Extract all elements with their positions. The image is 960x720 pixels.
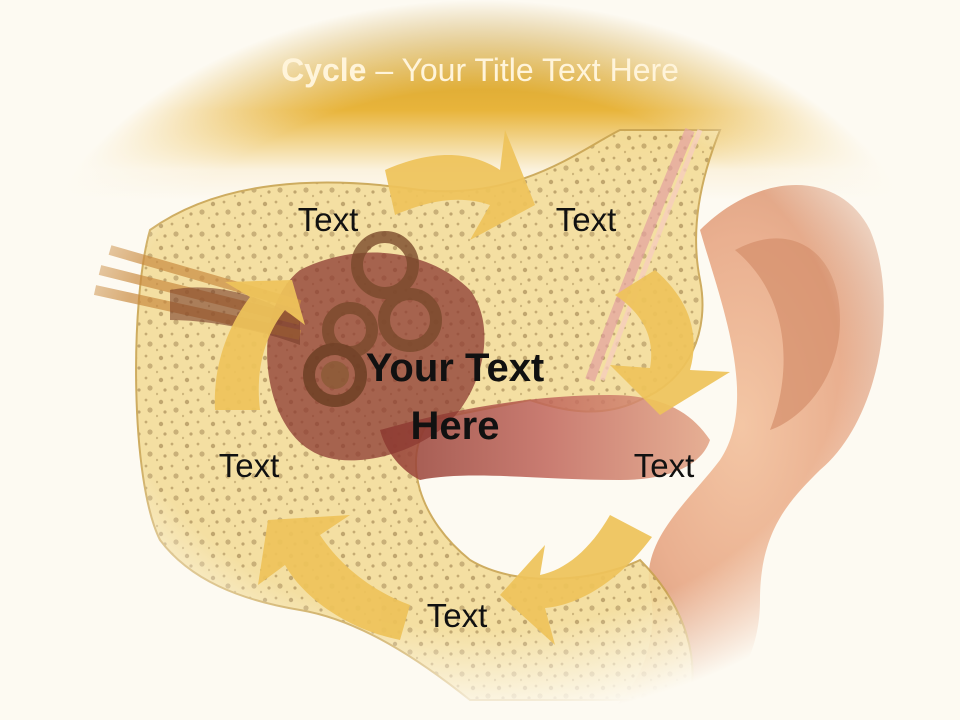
center-text-line-2: Here [410, 404, 500, 448]
cycle-arrow-top [385, 130, 535, 240]
cycle-label-2: Text [555, 201, 617, 238]
page-title: Cycle – Your Title Text Here [0, 52, 960, 89]
center-text-line-1: Your Text [365, 346, 545, 390]
center-text: Your Text Here [325, 339, 585, 455]
cycle-label-1: Text [297, 201, 359, 238]
cycle-arrow-left [214, 280, 305, 410]
cycle-label-3: Text [633, 447, 695, 484]
cycle-label-5: Text [218, 447, 280, 484]
cycle-label-4: Text [426, 597, 488, 634]
cycle-arrow-right [610, 270, 730, 415]
title-bold: Cycle [281, 52, 367, 88]
cycle-arrow-bottom-left [258, 515, 410, 640]
cycle-arrow-bottom-right [500, 515, 652, 645]
title-rest: – Your Title Text Here [366, 52, 679, 88]
